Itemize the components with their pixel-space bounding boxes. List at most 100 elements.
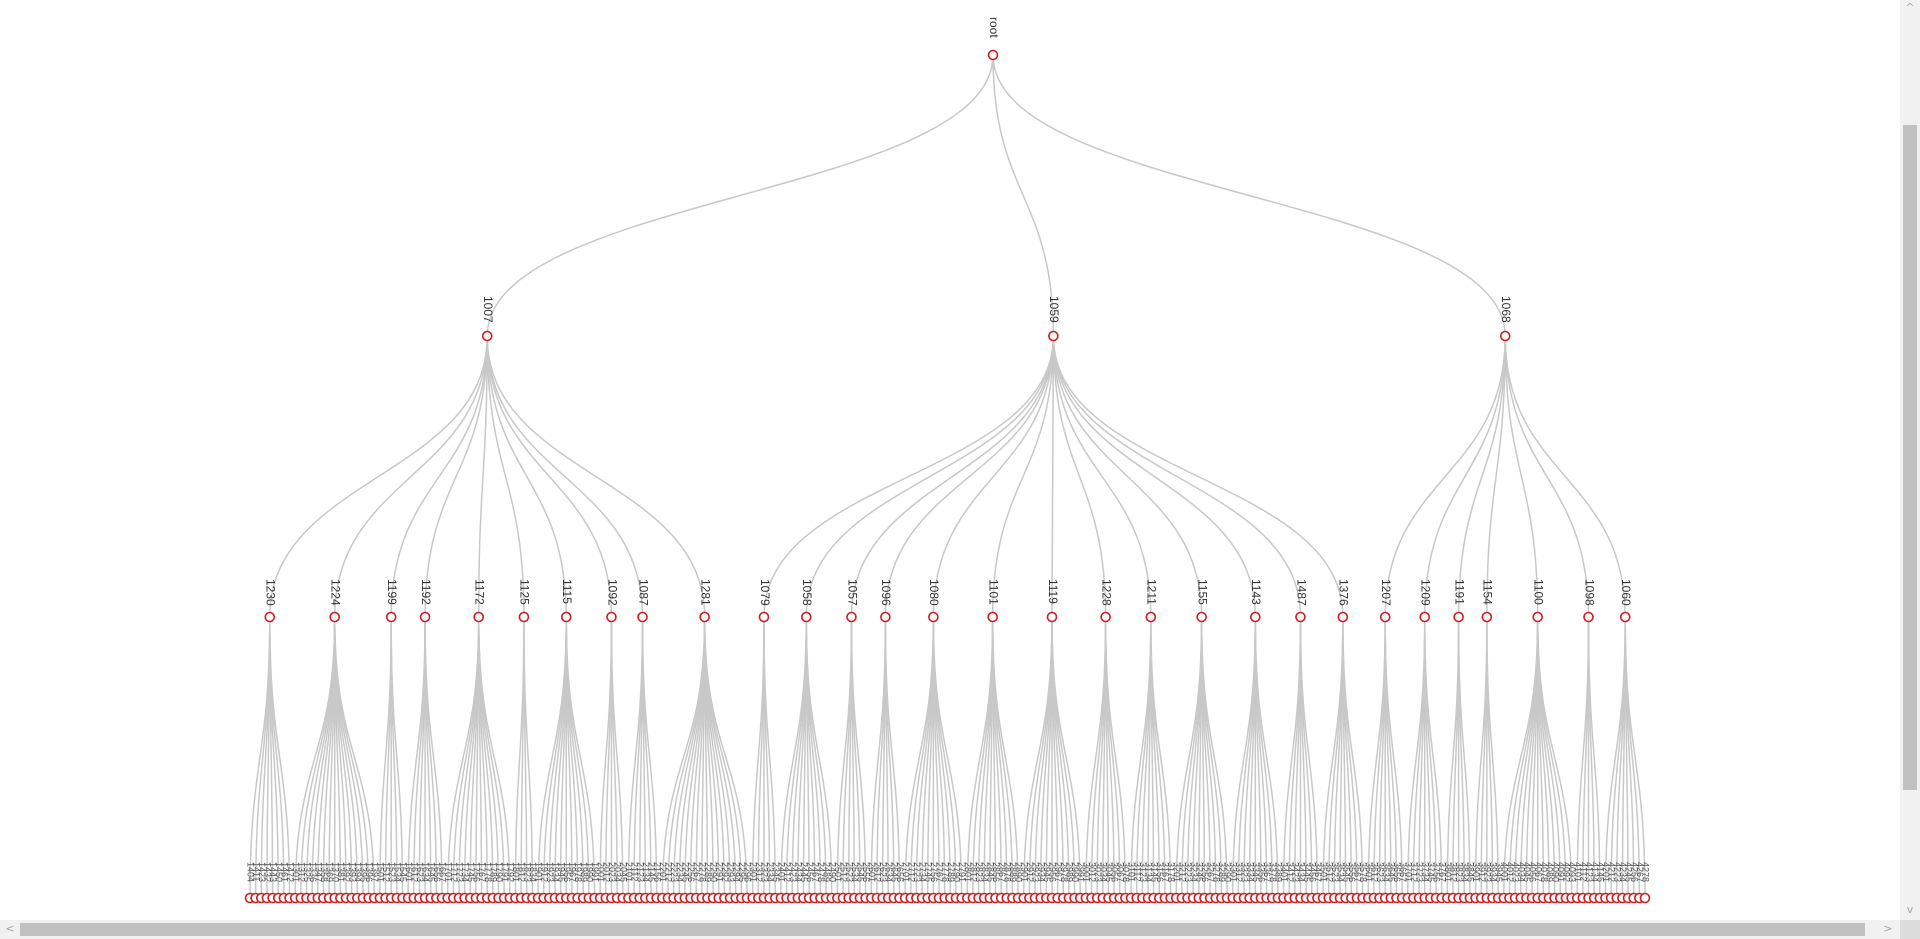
branch-node[interactable]: [264, 611, 276, 623]
tree-link: [1504, 335, 1539, 618]
tree-link: [523, 616, 534, 899]
horizontal-scroll-thumb[interactable]: [20, 923, 1865, 936]
branch-node[interactable]: [699, 611, 710, 623]
branch-node[interactable]: [758, 611, 770, 623]
branch-node-label: 1087: [636, 579, 650, 606]
branch-node[interactable]: [801, 611, 812, 623]
tree-link: [1294, 616, 1302, 899]
leaf-node-label: 1347: [313, 862, 323, 882]
tree-link: [333, 335, 488, 618]
tree-link: [703, 616, 748, 899]
tree-link: [992, 54, 1506, 337]
branch-node[interactable]: [1419, 611, 1431, 623]
tree-link: [424, 616, 443, 899]
branch-node[interactable]: [637, 611, 648, 623]
leaf-node-label: 4278: [1641, 862, 1651, 882]
leaf-node-label: 2201: [658, 862, 668, 882]
leaf-node-label: 1358: [319, 862, 329, 882]
branch-node[interactable]: [329, 611, 341, 623]
leaf-node-label: 2234: [675, 862, 685, 882]
branch-node[interactable]: [1295, 611, 1306, 623]
branch-node[interactable]: [473, 611, 485, 623]
horizontal-scrollbar[interactable]: < >: [0, 920, 1900, 939]
leaf-node-label: 2990: [1070, 862, 1080, 882]
leaf-node-label: 3334: [1245, 862, 1255, 882]
leaf-node-label: 2292: [720, 862, 730, 882]
leaf-node-label: 3634: [1381, 862, 1391, 882]
branch-node[interactable]: [880, 611, 891, 623]
group-node[interactable]: [1048, 330, 1059, 342]
branch-node[interactable]: [1619, 611, 1631, 623]
branch-node[interactable]: [1145, 611, 1157, 623]
leaf-node-label: 2945: [1042, 862, 1052, 882]
tree-link: [1254, 616, 1279, 899]
leaf-node-label: 1723: [455, 862, 465, 882]
branch-node[interactable]: [1532, 611, 1543, 623]
branch-node[interactable]: [987, 611, 998, 623]
leaf-node-label: 1381: [336, 862, 346, 882]
tree-link: [328, 616, 336, 899]
branch-node[interactable]: [1453, 611, 1464, 623]
leaf-node-label: 1701: [443, 862, 453, 882]
branch-node[interactable]: [1379, 611, 1391, 623]
branch-node[interactable]: [1250, 611, 1261, 623]
scroll-left-icon[interactable]: <: [5, 922, 15, 935]
leaf-node-label: 2778: [940, 862, 950, 882]
branch-node[interactable]: [1196, 611, 1207, 623]
tree-link: [904, 616, 935, 899]
branch-node[interactable]: [419, 611, 431, 623]
branch-node[interactable]: [385, 611, 397, 623]
vertical-scrollbar[interactable]: ^ v: [1900, 0, 1920, 920]
branch-node[interactable]: [846, 611, 857, 623]
leaf-node-label: 3412: [1285, 862, 1295, 882]
leaf-node-label: 2701: [901, 862, 911, 882]
tree-link: [1452, 616, 1460, 899]
vertical-scroll-thumb[interactable]: [1903, 125, 1917, 790]
tree-link: [605, 616, 613, 899]
group-node[interactable]: [481, 330, 493, 342]
branch-node[interactable]: [928, 611, 939, 623]
leaf-node-label: 3201: [1172, 862, 1182, 882]
tree-link: [1052, 335, 1107, 618]
leaf-node-label: 3367: [1262, 862, 1272, 882]
tree-link: [1378, 616, 1386, 899]
leaf-node-label: 3823: [1454, 862, 1464, 882]
leaf-node-label: 3034: [1098, 862, 1108, 882]
leaf-node[interactable]: [1639, 892, 1651, 904]
leaf-node-label: 1667: [438, 862, 448, 882]
tree-link: [486, 335, 706, 618]
tree-nodes: 1404141114231432144314501461147213011312…: [244, 17, 1651, 904]
tree-link: [1342, 616, 1364, 899]
leaf-node-label: 2523: [844, 862, 854, 882]
branch-node-label: 1209: [1419, 579, 1433, 606]
scroll-up-icon[interactable]: ^: [1905, 1, 1915, 14]
leaf-node-label: 2923: [1031, 862, 1041, 882]
branch-node-label: 1155: [1195, 579, 1209, 605]
leaf-node-label: 4012: [1505, 862, 1515, 882]
leaf-node-label: 4045: [1522, 862, 1532, 882]
leaf-node-label: 2401: [777, 862, 787, 882]
leaf-node-label: 3389: [1274, 862, 1284, 882]
branch-node[interactable]: [1583, 611, 1594, 623]
branch-node[interactable]: [1337, 611, 1349, 623]
tree-link: [1022, 616, 1053, 899]
leaf-node-label: 2501: [833, 862, 843, 882]
branch-node[interactable]: [518, 611, 530, 623]
branch-node[interactable]: [606, 611, 617, 623]
leaf-node-label: 3134: [1144, 862, 1154, 882]
branch-node[interactable]: [1100, 611, 1111, 623]
branch-node[interactable]: [1481, 611, 1493, 623]
group-node[interactable]: [1499, 330, 1511, 342]
leaf-node-label: 1901: [534, 862, 544, 882]
scroll-down-icon[interactable]: v: [1906, 903, 1914, 916]
leaf-node-label: 3067: [1115, 862, 1125, 882]
branch-node-label: 1143: [1249, 579, 1263, 605]
branch-node[interactable]: [1046, 611, 1058, 623]
leaf-node-label: 1990: [584, 862, 594, 882]
leaf-node-label: 1712: [449, 862, 459, 882]
branch-node[interactable]: [560, 611, 572, 623]
tree-link: [1486, 616, 1499, 899]
root-node[interactable]: [987, 49, 999, 61]
scroll-right-icon[interactable]: >: [1883, 922, 1893, 935]
leaf-node-label: 3345: [1251, 862, 1261, 882]
